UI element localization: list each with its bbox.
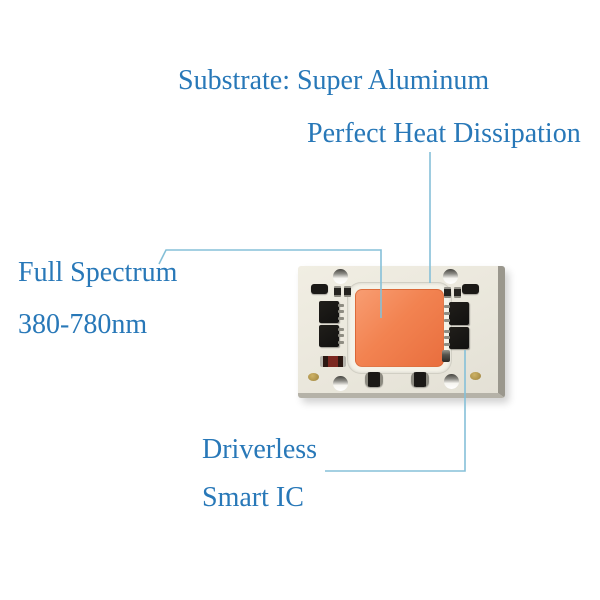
smd-transistor (449, 302, 469, 325)
smd-component (462, 284, 479, 294)
transistor-pin (338, 341, 344, 344)
solder-pad-right (470, 372, 481, 380)
led-module (298, 266, 505, 398)
smd-component (311, 284, 328, 294)
transistor-pin (338, 317, 344, 320)
solder-pad-left (308, 373, 319, 381)
transistor-pin (338, 334, 344, 337)
smd-chip (444, 287, 451, 298)
label-driverless: Driverless (202, 434, 318, 465)
smd-chip (344, 286, 351, 297)
led-emitter-surface (355, 289, 444, 367)
label-heat-dissipation: Perfect Heat Dissipation (307, 118, 581, 149)
mounting-hole-bottom-left (333, 376, 348, 391)
smd-transistor (319, 325, 339, 347)
smd-capacitor (365, 372, 383, 387)
transistor-pin (444, 312, 450, 315)
smd-transistor (319, 301, 339, 323)
smd-capacitor (411, 372, 429, 387)
transistor-pin (444, 319, 450, 322)
transistor-pin (338, 328, 344, 331)
smart-ic-chip (449, 327, 469, 349)
label-full-spectrum: Full Spectrum (18, 257, 178, 288)
transistor-pin (338, 304, 344, 307)
label-smart-ic: Smart IC (202, 482, 304, 513)
transistor-pin (444, 330, 450, 333)
mounting-hole-top-right (443, 269, 458, 284)
transistor-pin (338, 310, 344, 313)
smd-component (442, 350, 450, 362)
transistor-pin (444, 336, 450, 339)
transistor-pin (444, 343, 450, 346)
label-substrate: Substrate: Super Aluminum (178, 65, 490, 96)
mounting-hole-top-left (333, 269, 348, 284)
smd-chip (334, 286, 341, 297)
mounting-hole-bottom-right (444, 374, 459, 389)
smd-diode (320, 356, 346, 367)
label-spectrum-range: 380-780nm (18, 309, 148, 340)
smd-chip (454, 287, 461, 298)
transistor-pin (444, 305, 450, 308)
